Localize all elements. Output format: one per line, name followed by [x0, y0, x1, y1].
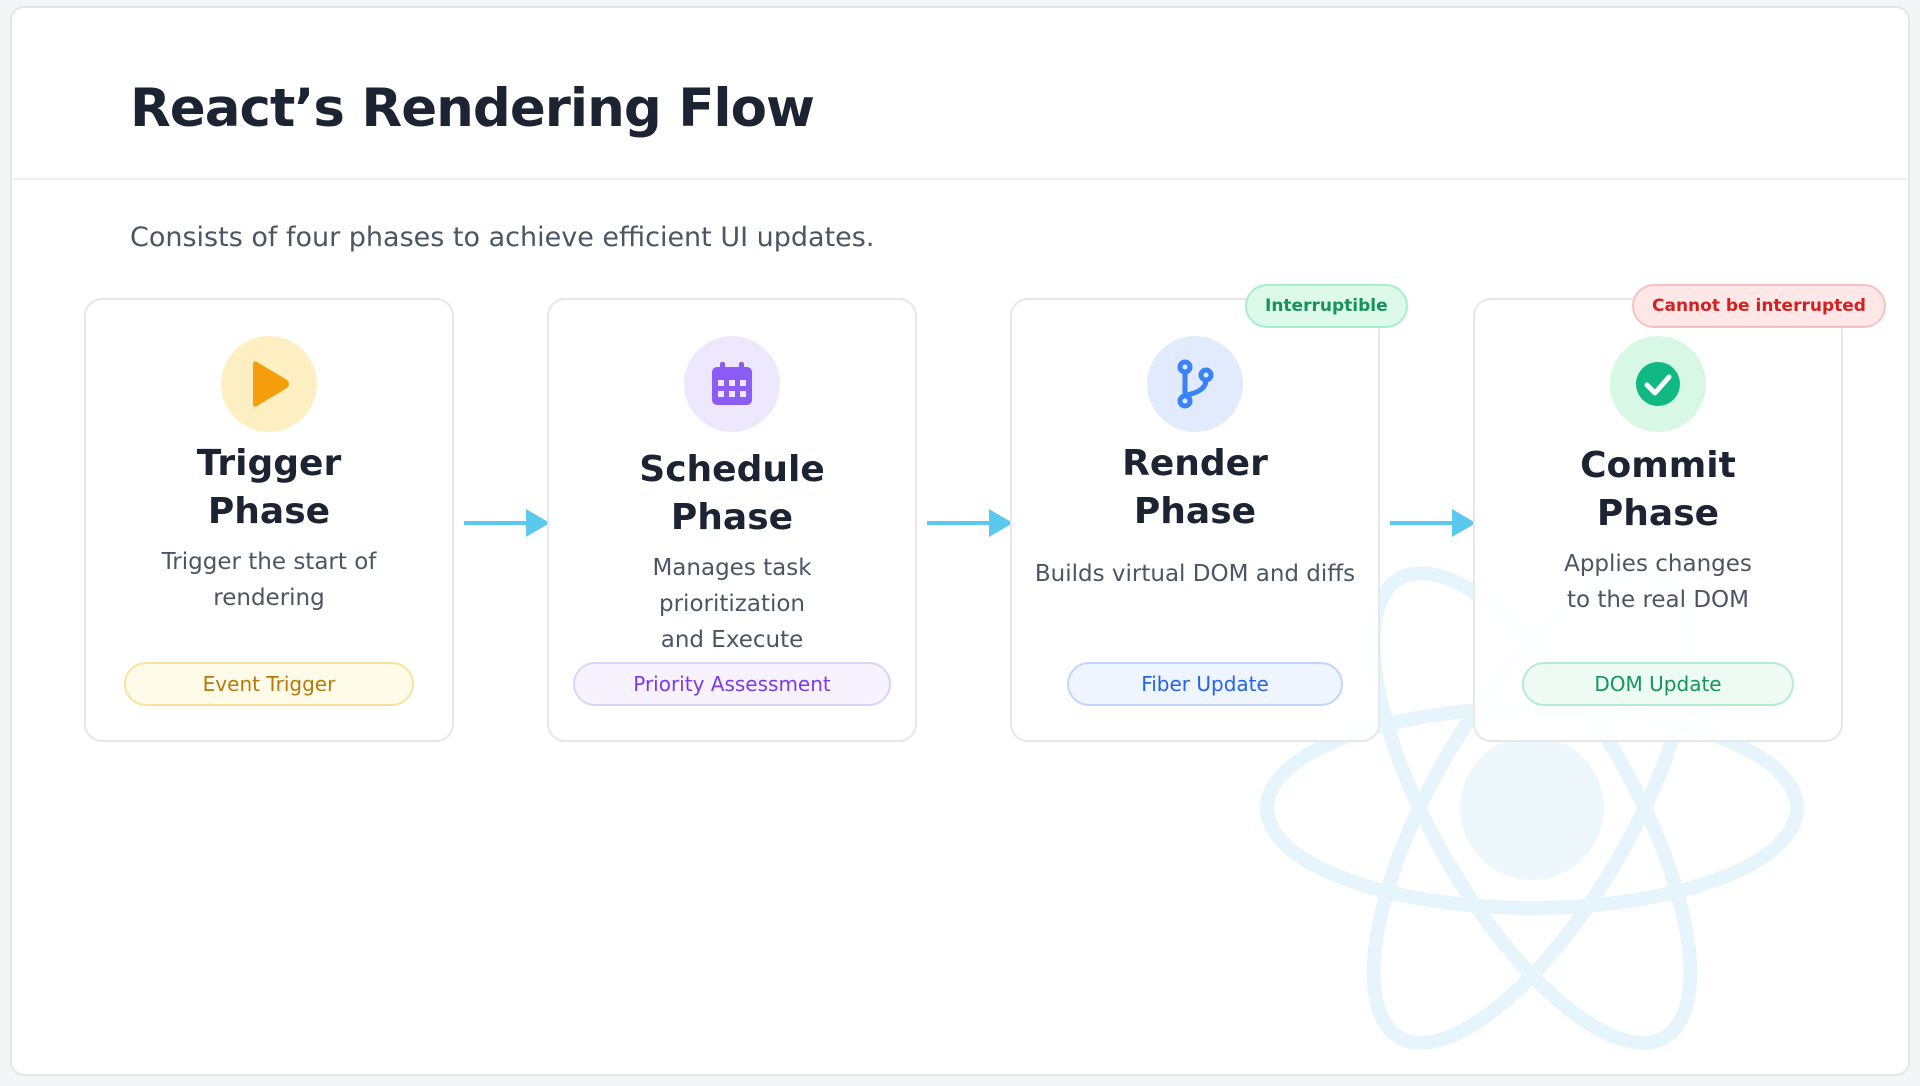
check-circle-icon [1636, 362, 1680, 406]
tag-fiber-update: Fiber Update [1067, 662, 1343, 706]
phase-title: Commit Phase [1495, 442, 1821, 538]
phase-title-line2: Phase [207, 491, 331, 532]
phase-description-line2: to the real DOM [1566, 587, 1749, 613]
phase-title-line1: Render [1122, 443, 1268, 484]
phase-description-line1: Manages task prioritization [652, 555, 812, 617]
arrow-right-icon [927, 509, 1013, 537]
badge-interruptible: Interruptible [1245, 284, 1408, 328]
schedule-icon-circle [684, 336, 780, 432]
phase-description-line2: and Execute [660, 627, 804, 653]
branch-icon [1177, 359, 1214, 409]
page-subtitle: Consists of four phases to achieve effic… [130, 222, 875, 253]
phase-card-schedule: Schedule Phase Manages task prioritizati… [547, 298, 917, 742]
phase-title: Schedule Phase [569, 446, 895, 542]
page-title: React’s Rendering Flow [130, 78, 815, 139]
calendar-icon [712, 362, 752, 405]
phase-title-line1: Commit [1580, 445, 1736, 486]
phase-card-commit: Cannot be interrupted Commit Phase Appli… [1473, 284, 1886, 742]
phase-card-render: Interruptible Render Phase Builds virtua… [1010, 284, 1408, 742]
phase-description: Manages task prioritization and Execute [577, 550, 887, 658]
phase-description-line2: rendering [213, 585, 325, 611]
tag-event-trigger: Event Trigger [124, 662, 414, 706]
render-icon-circle [1147, 336, 1243, 432]
commit-icon-circle [1610, 336, 1706, 432]
trigger-icon-circle [221, 336, 317, 432]
phase-title-line2: Phase [670, 497, 794, 538]
phase-description: Applies changes to the real DOM [1503, 546, 1813, 618]
slide: React’s Rendering Flow Consists of four … [10, 6, 1910, 1076]
phase-title-line1: Schedule [639, 449, 825, 490]
phase-title: Trigger Phase [106, 440, 432, 536]
phase-description: Builds virtual DOM and diffs [1026, 556, 1364, 592]
tag-priority-assessment: Priority Assessment [573, 662, 891, 706]
tag-dom-update: DOM Update [1522, 662, 1794, 706]
phase-title: Render Phase [1032, 440, 1358, 536]
arrow-right-icon [464, 509, 550, 537]
arrow-right-icon [1390, 509, 1476, 537]
phase-description-line1: Applies changes [1564, 551, 1752, 577]
phase-title-line1: Trigger [196, 443, 342, 484]
header: React’s Rendering Flow [12, 8, 1908, 180]
phase-description: Trigger the start of rendering [114, 544, 424, 616]
phase-title-line2: Phase [1596, 493, 1720, 534]
phase-title-line2: Phase [1133, 491, 1257, 532]
phase-description-line1: Trigger the start of [161, 549, 377, 575]
phase-card-trigger: Trigger Phase Trigger the start of rende… [84, 298, 454, 742]
badge-cannot-be-interrupted: Cannot be interrupted [1632, 284, 1886, 328]
phase-description-line1: Builds virtual DOM and diffs [1034, 561, 1356, 587]
play-icon [253, 361, 289, 407]
